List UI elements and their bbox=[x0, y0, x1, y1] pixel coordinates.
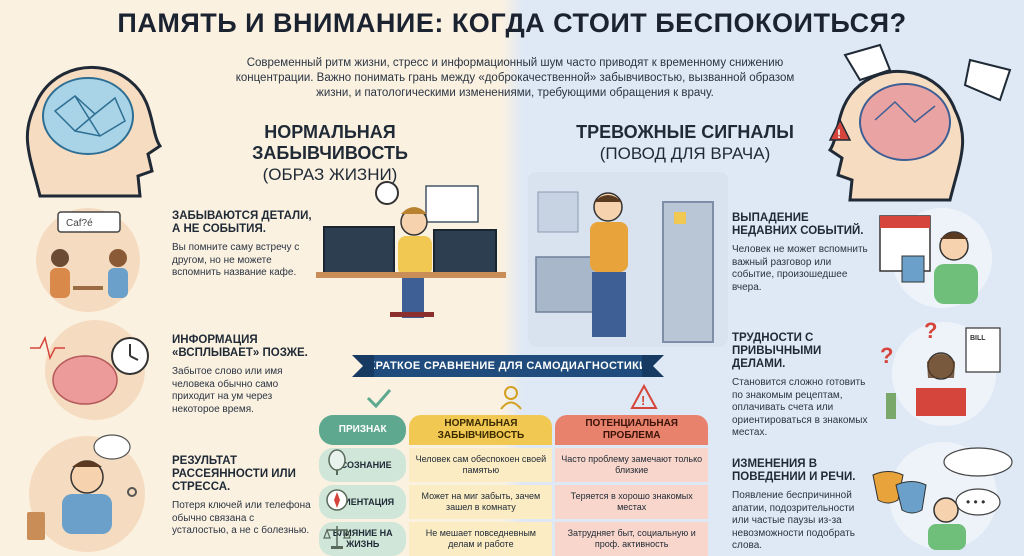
left-item-1-text: Вы помните саму встречу с другом, но не … bbox=[172, 242, 300, 278]
right-item-1-title: ВЫПАДЕНИЕ НЕДАВНИХ СОБЫТИЙ. bbox=[732, 212, 864, 237]
bill-label: BILL bbox=[970, 335, 986, 342]
left-item-2-title: ИНФОРМАЦИЯ «ВСПЛЫВАЕТ» ПОЗЖЕ. bbox=[172, 334, 308, 359]
header-sign: ПРИЗНАК bbox=[319, 415, 407, 445]
left-item-2-text: Забытое слово или имя человека обычно са… bbox=[172, 366, 283, 415]
left-item-2: ИНФОРМАЦИЯ «ВСПЛЫВАЕТ» ПОЗЖЕ. Забытое сл… bbox=[172, 334, 312, 416]
right-item-1-text: Человек не может вспомнить важный разгов… bbox=[732, 244, 868, 293]
table-row: ОСОЗНАНИЕ Человек сам обеспокоен своей п… bbox=[319, 448, 708, 482]
row-problem: Теряется в хорошо знакомых местах bbox=[555, 485, 708, 519]
right-item-3: ИЗМЕНЕНИЯ В ПОВЕДЕНИИ И РЕЧИ. Появление … bbox=[732, 458, 870, 553]
left-item-1-title: ЗАБЫВАЮТСЯ ДЕТАЛИ, А НЕ СОБЫТИЯ. bbox=[172, 210, 312, 235]
right-item-2-text: Становится сложно готовить по знакомым р… bbox=[732, 377, 868, 438]
right-item-3-text: Появление беспричинной апатии, подозрите… bbox=[732, 490, 855, 551]
page-title: ПАМЯТЬ И ВНИМАНИЕ: КОГДА СТОИТ БЕСПОКОИТ… bbox=[117, 8, 907, 38]
row-normal: Человек сам обеспокоен своей памятью bbox=[409, 448, 553, 482]
mirror-icon bbox=[328, 449, 346, 475]
left-section-subtitle: (ОБРАЗ ЖИЗНИ) bbox=[262, 165, 398, 184]
svg-text:?: ? bbox=[880, 343, 893, 368]
anxious-head-icon: ! bbox=[827, 43, 1012, 202]
confused-kitchen-illustration bbox=[528, 172, 728, 347]
row-normal: Может на миг забыть, зачем зашел в комна… bbox=[409, 485, 553, 519]
calm-head-icon bbox=[25, 65, 163, 198]
table-row: ВЛИЯНИЕ НА ЖИЗНЬ Не мешает повседневным … bbox=[319, 522, 708, 556]
right-item-2-title: ТРУДНОСТИ С ПРИВЫЧНЫМИ ДЕЛАМИ. bbox=[732, 332, 822, 370]
row-problem: Часто проблему замечают только близкие bbox=[555, 448, 708, 482]
lost-keys-illustration bbox=[27, 434, 145, 552]
left-item-3-text: Потеря ключей или телефона обычно связан… bbox=[172, 500, 311, 536]
right-section-title: ТРЕВОЖНЫЕ СИГНАЛЫ bbox=[576, 122, 794, 142]
checkmark-icon bbox=[366, 389, 392, 409]
person-icon bbox=[500, 386, 522, 410]
row-sign: ВЛИЯНИЕ НА ЖИЗНЬ bbox=[319, 522, 407, 556]
cafe-sign-text: Caf?é bbox=[66, 218, 93, 229]
office-worker-illustration bbox=[316, 181, 506, 318]
left-item-3-title: РЕЗУЛЬТАТ РАССЕЯННОСТИ ИЛИ СТРЕССА. bbox=[172, 455, 296, 493]
left-item-1: ЗАБЫВАЮТСЯ ДЕТАЛИ, А НЕ СОБЫТИЯ. Вы помн… bbox=[172, 210, 312, 280]
comparison-banner: КРАТКОЕ СРАВНЕНИЕ ДЛЯ САМОДИАГНОСТИКИ bbox=[352, 355, 664, 377]
left-section-header: НОРМАЛЬНАЯ ЗАБЫВЧИВОСТЬ (ОБРАЗ ЖИЗНИ) bbox=[190, 122, 470, 185]
speech-change-illustration: • • • bbox=[872, 442, 1013, 550]
svg-text:!: ! bbox=[837, 127, 841, 141]
header-normal: НОРМАЛЬНАЯ ЗАБЫВЧИВОСТЬ bbox=[409, 415, 553, 445]
table-row: ОРИЕНТАЦИЯ Может на миг забыть, зачем за… bbox=[319, 485, 708, 519]
right-section-header: ТРЕВОЖНЫЕ СИГНАЛЫ (ПОВОД ДЛЯ ВРАЧА) bbox=[560, 122, 810, 164]
bill-confusion-illustration: ? ? BILL bbox=[880, 318, 1001, 426]
svg-text:?: ? bbox=[924, 318, 937, 343]
intro-text: Современный ритм жизни, стресс и информа… bbox=[235, 57, 795, 99]
friends-cafe-illustration: Caf?é bbox=[36, 208, 140, 312]
warning-icon: ! bbox=[630, 384, 658, 409]
right-section-subtitle: (ПОВОД ДЛЯ ВРАЧА) bbox=[599, 144, 771, 163]
header-problem: ПОТЕНЦИАЛЬНАЯ ПРОБЛЕМА bbox=[555, 415, 708, 445]
right-item-2: ТРУДНОСТИ С ПРИВЫЧНЫМИ ДЕЛАМИ. Становитс… bbox=[732, 332, 870, 440]
comparison-table: ПРИЗНАК НОРМАЛЬНАЯ ЗАБЫВЧИВОСТЬ ПОТЕНЦИА… bbox=[316, 412, 711, 556]
scales-icon bbox=[323, 526, 351, 549]
left-section-title: НОРМАЛЬНАЯ ЗАБЫВЧИВОСТЬ bbox=[252, 122, 408, 163]
calendar-memory-illustration bbox=[879, 208, 992, 308]
row-problem: Затрудняет быт, социальную и проф. актив… bbox=[555, 522, 708, 556]
right-item-1: ВЫПАДЕНИЕ НЕДАВНИХ СОБЫТИЙ. Человек не м… bbox=[732, 212, 870, 294]
compass-icon bbox=[326, 489, 348, 511]
right-item-3-title: ИЗМЕНЕНИЯ В ПОВЕДЕНИИ И РЕЧИ. bbox=[732, 458, 856, 483]
brain-clock-illustration bbox=[30, 320, 149, 420]
left-item-3: РЕЗУЛЬТАТ РАССЕЯННОСТИ ИЛИ СТРЕССА. Поте… bbox=[172, 455, 312, 538]
row-normal: Не мешает повседневным делам и работе bbox=[409, 522, 553, 556]
svg-text:• • •: • • • bbox=[966, 495, 985, 509]
svg-text:!: ! bbox=[641, 393, 645, 408]
